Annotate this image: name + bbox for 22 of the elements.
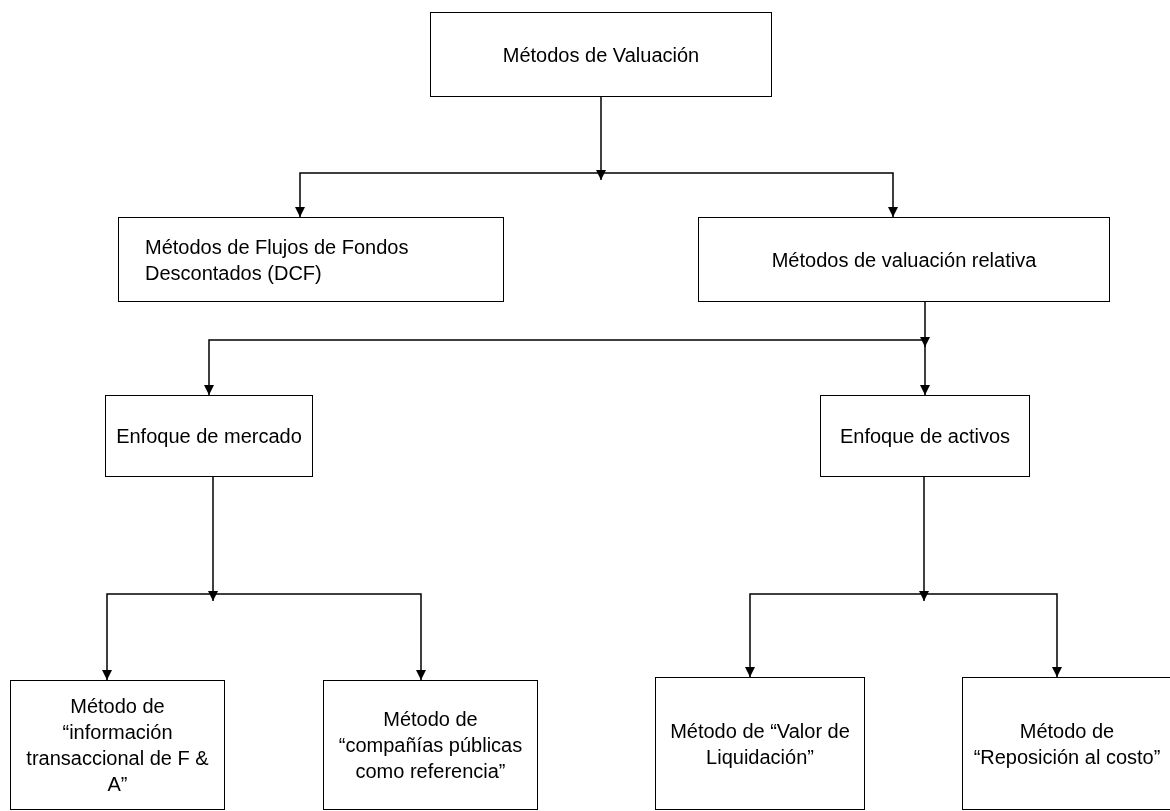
arrow — [919, 476, 929, 602]
process-box — [655, 677, 865, 810]
process-box — [430, 12, 772, 97]
box-label: Enfoque de mercado — [116, 424, 302, 449]
process-box — [962, 677, 1170, 810]
box-label: Enfoque de activos — [839, 424, 1011, 449]
box-label: Métodos de valuación relativa — [771, 247, 1037, 273]
box-label: Métodos de Flujos de Fondos Descontados (DCF) — [145, 234, 410, 286]
process-box — [323, 680, 538, 810]
arrow — [920, 339, 930, 396]
box-label: Método de “compañías públicas como referencia” — [337, 707, 524, 784]
box-label: Método de “información transaccional de F & A” — [25, 694, 210, 797]
process-box — [10, 680, 225, 810]
arrow — [596, 96, 606, 181]
process-box — [105, 395, 313, 477]
process-box — [118, 217, 504, 302]
arrow — [208, 476, 218, 602]
box-label: Método de “Valor de Liquidación” — [669, 718, 851, 770]
process-box — [698, 217, 1110, 302]
box-label: Métodos de Valuación — [502, 42, 700, 68]
box-label: Método de “Reposición al costo” — [972, 718, 1162, 770]
process-box — [820, 395, 1030, 477]
